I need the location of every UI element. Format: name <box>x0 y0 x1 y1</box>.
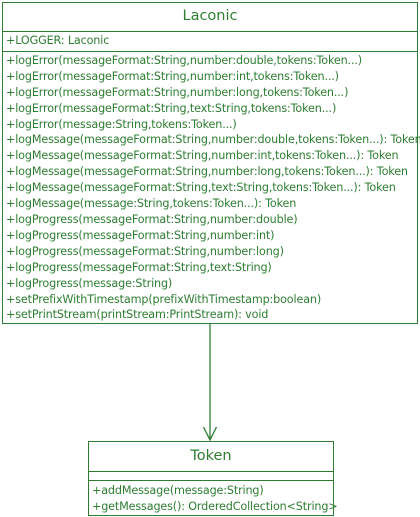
operation: +logMessage(messageFormat:String,text:St… <box>6 181 396 195</box>
operation: +logProgress(message:String) <box>6 276 173 290</box>
operation: +logError(messageFormat:String,number:do… <box>6 53 362 67</box>
class-name: Token <box>89 442 333 472</box>
class-laconic[interactable]: Laconic +LOGGER: Laconic +logError(messa… <box>2 2 420 325</box>
operation: +getMessages(): OrderedCollection<String… <box>92 499 338 513</box>
operation: +logError(message:String,tokens:Token...… <box>6 117 237 131</box>
arrow-head <box>202 426 218 442</box>
operation: +logProgress(messageFormat:String,text:S… <box>6 260 272 274</box>
class-name: Laconic <box>3 3 417 32</box>
operation: +logMessage(message:String,tokens:Token.… <box>6 197 297 211</box>
operations-section: +addMessage(message:String) +getMessages(… <box>89 481 338 517</box>
operations-section: +logError(messageFormat:String,number:do… <box>3 52 420 325</box>
attribute: +LOGGER: Laconic <box>6 34 110 47</box>
operation: +logError(messageFormat:String,number:lo… <box>6 85 349 99</box>
class-token[interactable]: Token +addMessage(message:String) +getMes… <box>88 441 338 517</box>
operation: +setPrefixWithTimestamp(prefixWithTimest… <box>6 292 322 306</box>
operation: +logMessage(messageFormat:String,number:… <box>6 149 399 163</box>
operation: +logError(messageFormat:String,text:Stri… <box>6 101 337 115</box>
operation: +logError(messageFormat:String,number:in… <box>6 69 339 83</box>
operation: +logMessage(messageFormat:String,number:… <box>6 133 420 147</box>
operation: +logMessage(messageFormat:String,number:… <box>6 165 408 179</box>
operation: +addMessage(message:String) <box>92 484 264 497</box>
attributes-section <box>89 472 333 481</box>
operation: +logProgress(messageFormat:String,number… <box>6 212 298 226</box>
operation: +logProgress(messageFormat:String,number… <box>6 244 284 258</box>
operation: +setPrintStream(printStream:PrintStream)… <box>6 308 269 322</box>
attributes-section: +LOGGER: Laconic <box>3 32 417 52</box>
operation: +logProgress(messageFormat:String,number… <box>6 228 275 242</box>
